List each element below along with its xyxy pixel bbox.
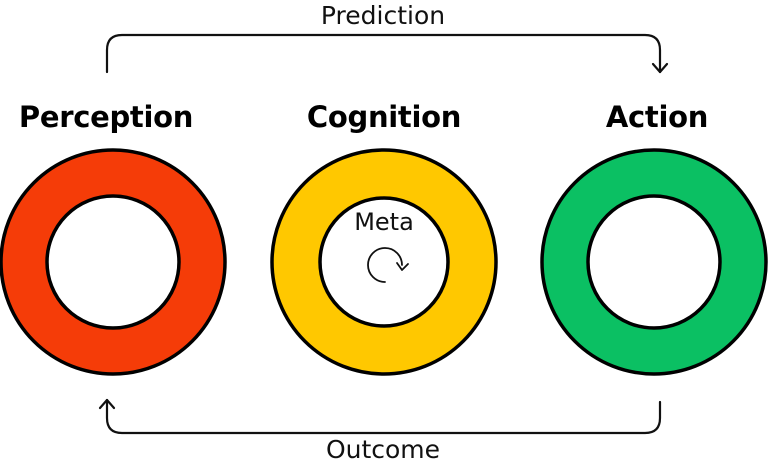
outcome-arrow: [98, 398, 662, 435]
perception-ring: [0, 148, 227, 376]
loop-arrow-icon: [367, 247, 409, 283]
action-ring: [540, 148, 768, 376]
prediction-label: Prediction: [320, 1, 446, 30]
action-title: Action: [605, 100, 709, 134]
outcome-label: Outcome: [325, 435, 441, 464]
meta-label: Meta: [354, 208, 414, 236]
perception-title: Perception: [18, 100, 194, 134]
prediction-arrow: [105, 33, 669, 74]
cognition-ring: [270, 148, 498, 376]
cognition-title: Cognition: [306, 100, 462, 134]
